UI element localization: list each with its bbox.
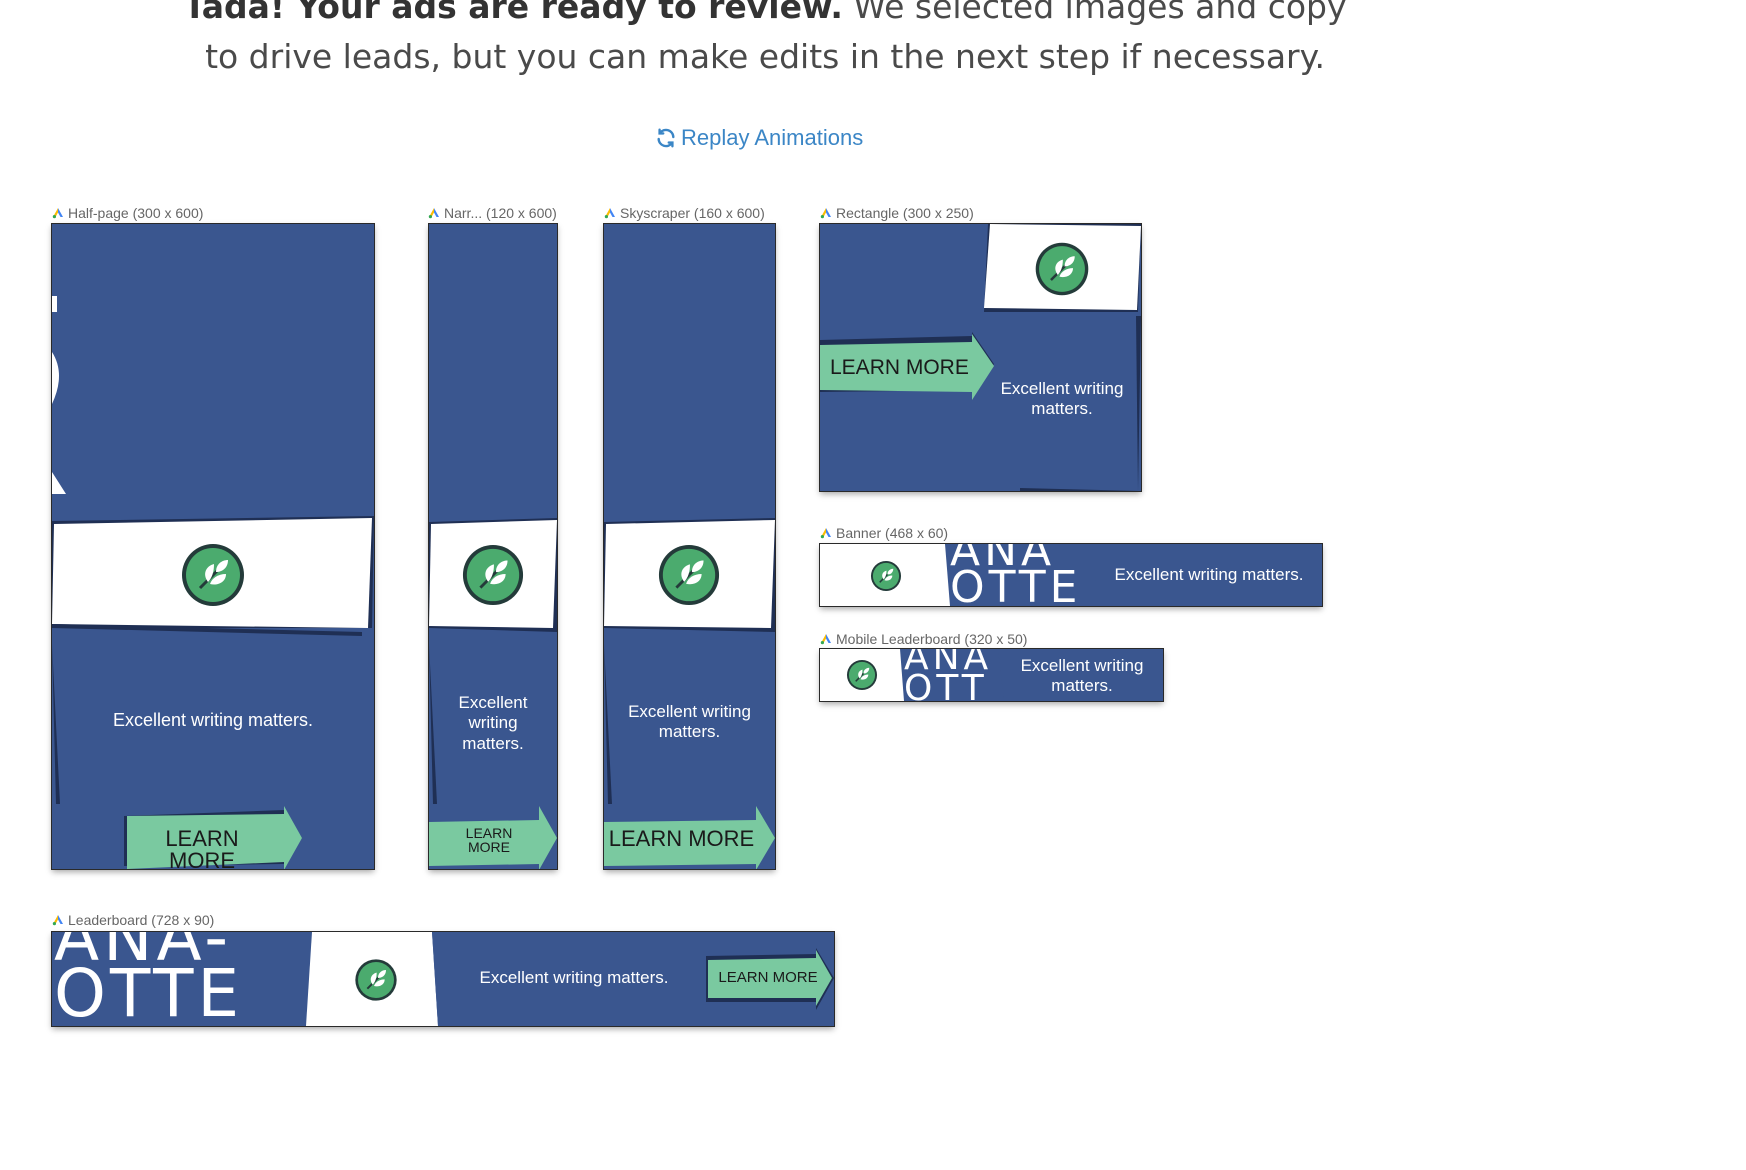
google-ads-icon [820,634,831,645]
leaderboard-big-text: ANA- OTTE [54,932,244,1026]
ad-label-leaderboard: Leaderboard (728 x 90) [52,912,214,928]
ad-tagline: Excellent writing matters. [479,968,669,987]
ad-tagline: Excellent writing matters. [1000,379,1124,419]
ad-tagline: Excellent writing matters. [112,710,314,730]
leaf-logo-icon [182,544,244,606]
leaf-logo-icon [355,959,397,1001]
leaf-logo-icon [846,659,878,691]
google-ads-icon [52,915,63,926]
ad-tagline: Excellent writing matters. [1114,565,1304,584]
leaderboard-graphic [306,932,834,1026]
headline-line-2: to drive leads, but you can make edits i… [205,37,1325,76]
ad-label-halfpage: Half-page (300 x 600) [52,205,203,221]
ad-banner[interactable]: ANA OTTE Excellent writing matters. [820,544,1322,606]
refresh-icon [657,128,675,148]
ad-label-skyscraper: Skyscraper (160 x 600) [604,205,765,221]
ad-narrow[interactable]: Excellent writing matters. LEARN MORE [429,224,557,869]
mobile-big-text: ANA OTT [904,649,993,701]
ad-mobile-leaderboard[interactable]: ANA OTT Excellent writing matters. [820,649,1163,701]
page-headline: Tada! Your ads are ready to review. We s… [140,0,1390,82]
learn-more-button[interactable]: LEARN MORE [165,826,239,870]
google-ads-icon [820,528,831,539]
learn-more-button[interactable]: LEARN MORE [608,826,755,851]
ad-tagline: Excellent writing matters. [458,693,528,753]
google-ads-icon [820,208,831,219]
google-ads-icon [428,208,439,219]
ad-rectangle[interactable]: LEARN MORE Excellent writing matters. [820,224,1141,491]
google-ads-icon [604,208,615,219]
replay-label: Replay Animations [681,125,864,150]
ad-halfpage[interactable]: Excellent writing matters. LEARN MORE [52,224,374,869]
ad-label-rectangle: Rectangle (300 x 250) [820,205,974,221]
ad-tagline: Excellent writing matters. [628,702,751,742]
ad-label-narrow: Narr... (120 x 600) [428,205,557,221]
ad-skyscraper[interactable]: Excellent writing matters. LEARN MORE [604,224,775,869]
learn-more-button[interactable]: LEARN MORE [830,356,969,379]
leaf-logo-icon [1035,242,1089,296]
learn-more-button[interactable]: LEARN MORE [465,825,513,855]
banner-big-text: ANA OTTE [950,544,1082,606]
ad-label-banner: Banner (468 x 60) [820,525,948,541]
leaf-logo-icon [658,544,720,606]
ad-label-mobile-leaderboard: Mobile Leaderboard (320 x 50) [820,631,1027,647]
learn-more-button[interactable]: LEARN MORE [718,969,818,986]
replay-animations-button[interactable]: Replay Animations [655,125,863,151]
headline-rest: We selected images and copy [842,0,1347,26]
google-ads-icon [52,208,63,219]
headline-bold: Tada! Your ads are ready to review. [183,0,843,26]
ad-tagline: Excellent writing matters. [1020,656,1144,696]
leaf-logo-icon [462,544,524,606]
ad-leaderboard[interactable]: ANA- OTTE Excellent writing matters. LEA… [52,932,834,1026]
leaf-logo-icon [870,560,902,592]
rectangle-graphic [820,224,1141,491]
